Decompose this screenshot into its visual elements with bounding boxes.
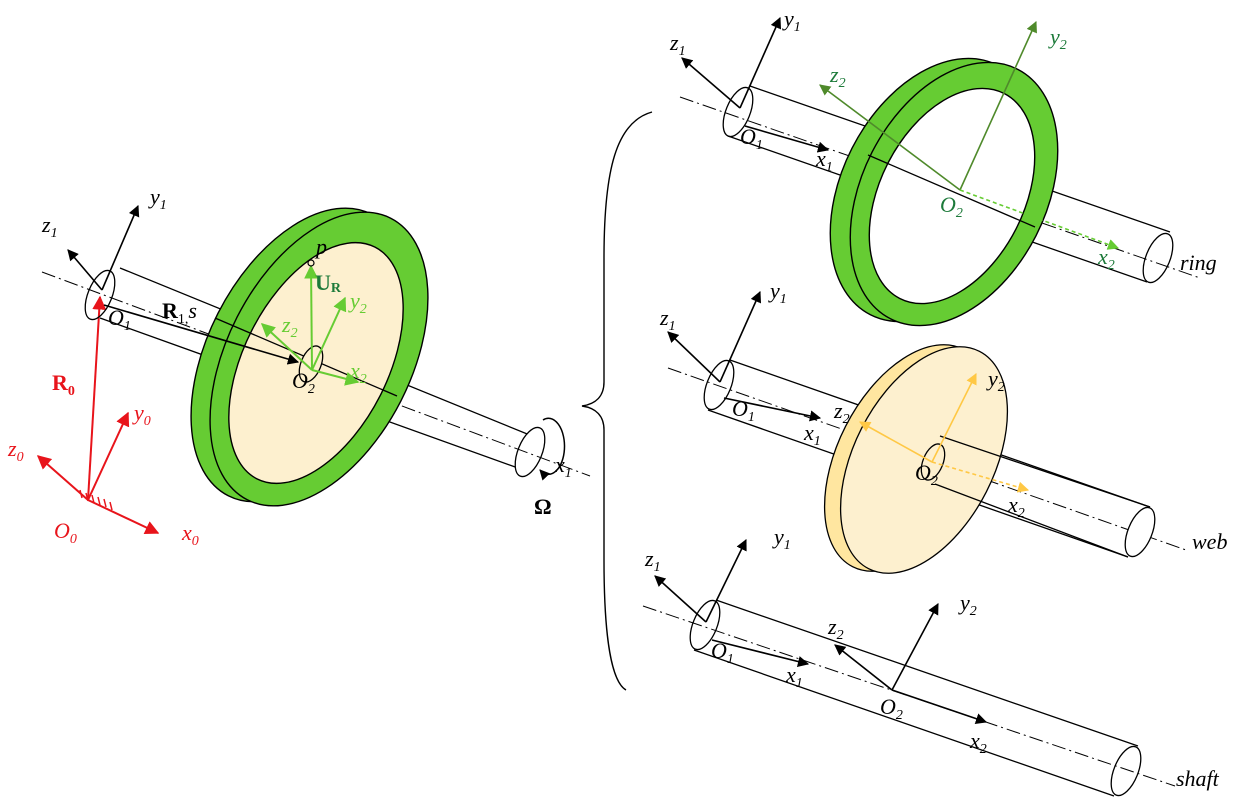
point-p-label: p	[314, 234, 327, 259]
shaft-z1-label: z1	[41, 212, 58, 241]
shaft-o1-label: O1	[108, 305, 131, 334]
ring-x1-label: x1	[815, 146, 833, 175]
r1s-label: R1,s	[162, 298, 197, 327]
web-x2-label: x2	[1007, 492, 1025, 521]
x0-label: x0	[181, 520, 199, 549]
shaft-part-o2-label: O2	[880, 694, 903, 723]
disk-z2-label: z2	[281, 312, 298, 341]
ring-y1-label: y1	[782, 6, 801, 35]
z0-label: z0	[7, 436, 24, 465]
shaft-part-frame-2: y2 z2 O2 x2	[827, 590, 988, 757]
shaft-y1-label: y1	[148, 184, 167, 213]
shaft-part-o1-label: O1	[711, 638, 734, 667]
part-shaft: y1 z1 O1 x1 y2 z2 O2 x2 shaft	[642, 524, 1220, 797]
omega-label: Ω	[534, 494, 552, 519]
shaft-frame: y1 z1 O1 R1,s x1 Ω	[41, 184, 572, 519]
web-o2-label: O2	[915, 460, 938, 489]
web-x1-label: x1	[803, 420, 821, 449]
ring-shaft-frame: y1 z1 O1 x1	[669, 6, 833, 175]
web-part-label: web	[1192, 529, 1227, 554]
ring-o1-label: O1	[740, 124, 763, 153]
ur-label: UR	[315, 270, 342, 296]
shaft-part-y1-label: y1	[772, 524, 791, 553]
shaft-part-y2-label: y2	[958, 590, 977, 619]
ring-part-label: ring	[1180, 250, 1217, 275]
assembly: R0 y0 z0 x0 O0 y1 z1	[7, 184, 591, 549]
web-shaft-frame: y1 z1 O1 x1	[659, 278, 822, 449]
disk-x2-label: x2	[349, 358, 367, 387]
decomposition-brace	[581, 111, 653, 691]
ring-z1-label: z1	[669, 30, 686, 59]
ring-z2-label: z2	[829, 62, 846, 91]
web-local-frame: y2 z2 O2 x2	[833, 366, 1030, 521]
ring-local-frame: y2 z2 O2 x2	[819, 20, 1120, 273]
part-ring: y1 z1 O1 x1 y2 z2 O2 x2 ring	[669, 6, 1217, 327]
disk-frame: p UR y2 z2 x2 O2	[260, 234, 367, 397]
disk-y2-label: y2	[348, 288, 367, 317]
web-body	[823, 344, 1009, 574]
assembly-disk	[190, 207, 429, 507]
o0-label: O0	[54, 518, 77, 547]
y0-label: y0	[132, 400, 151, 429]
ring-y2-label: y2	[1048, 24, 1067, 53]
ground-hatch	[79, 489, 113, 511]
shaft-part-frame-1: y1 z1 O1 x1	[644, 524, 810, 691]
omega-rotation-arrow	[539, 417, 566, 481]
r0-label: R0	[52, 370, 75, 399]
ground-frame: R0 y0 z0 x0 O0	[7, 295, 199, 549]
web-o1-label: O1	[732, 396, 755, 425]
shaft-part-x1-label: x1	[785, 662, 803, 691]
web-z1-label: z1	[659, 305, 676, 334]
part-web: y1 z1 O1 x1 y2 z2 O2 x2 web	[659, 278, 1227, 574]
shaft-part-x2-label: x2	[969, 728, 987, 757]
shaft-x1-label: x1	[554, 452, 572, 481]
web-y2-label: y2	[986, 366, 1005, 395]
disk-o2-label: O2	[292, 368, 315, 397]
web-z2-label: z2	[833, 398, 850, 427]
point-p-marker	[307, 259, 315, 267]
ring-x2-label: x2	[1097, 244, 1115, 273]
ring-body	[829, 57, 1059, 327]
web-y1-label: y1	[768, 278, 787, 307]
ring-o2-label: O2	[940, 192, 963, 221]
shaft-part-z1-label: z1	[644, 546, 661, 575]
shaft-part-label: shaft	[1176, 766, 1220, 791]
shaft-part-z2-label: z2	[827, 614, 844, 643]
